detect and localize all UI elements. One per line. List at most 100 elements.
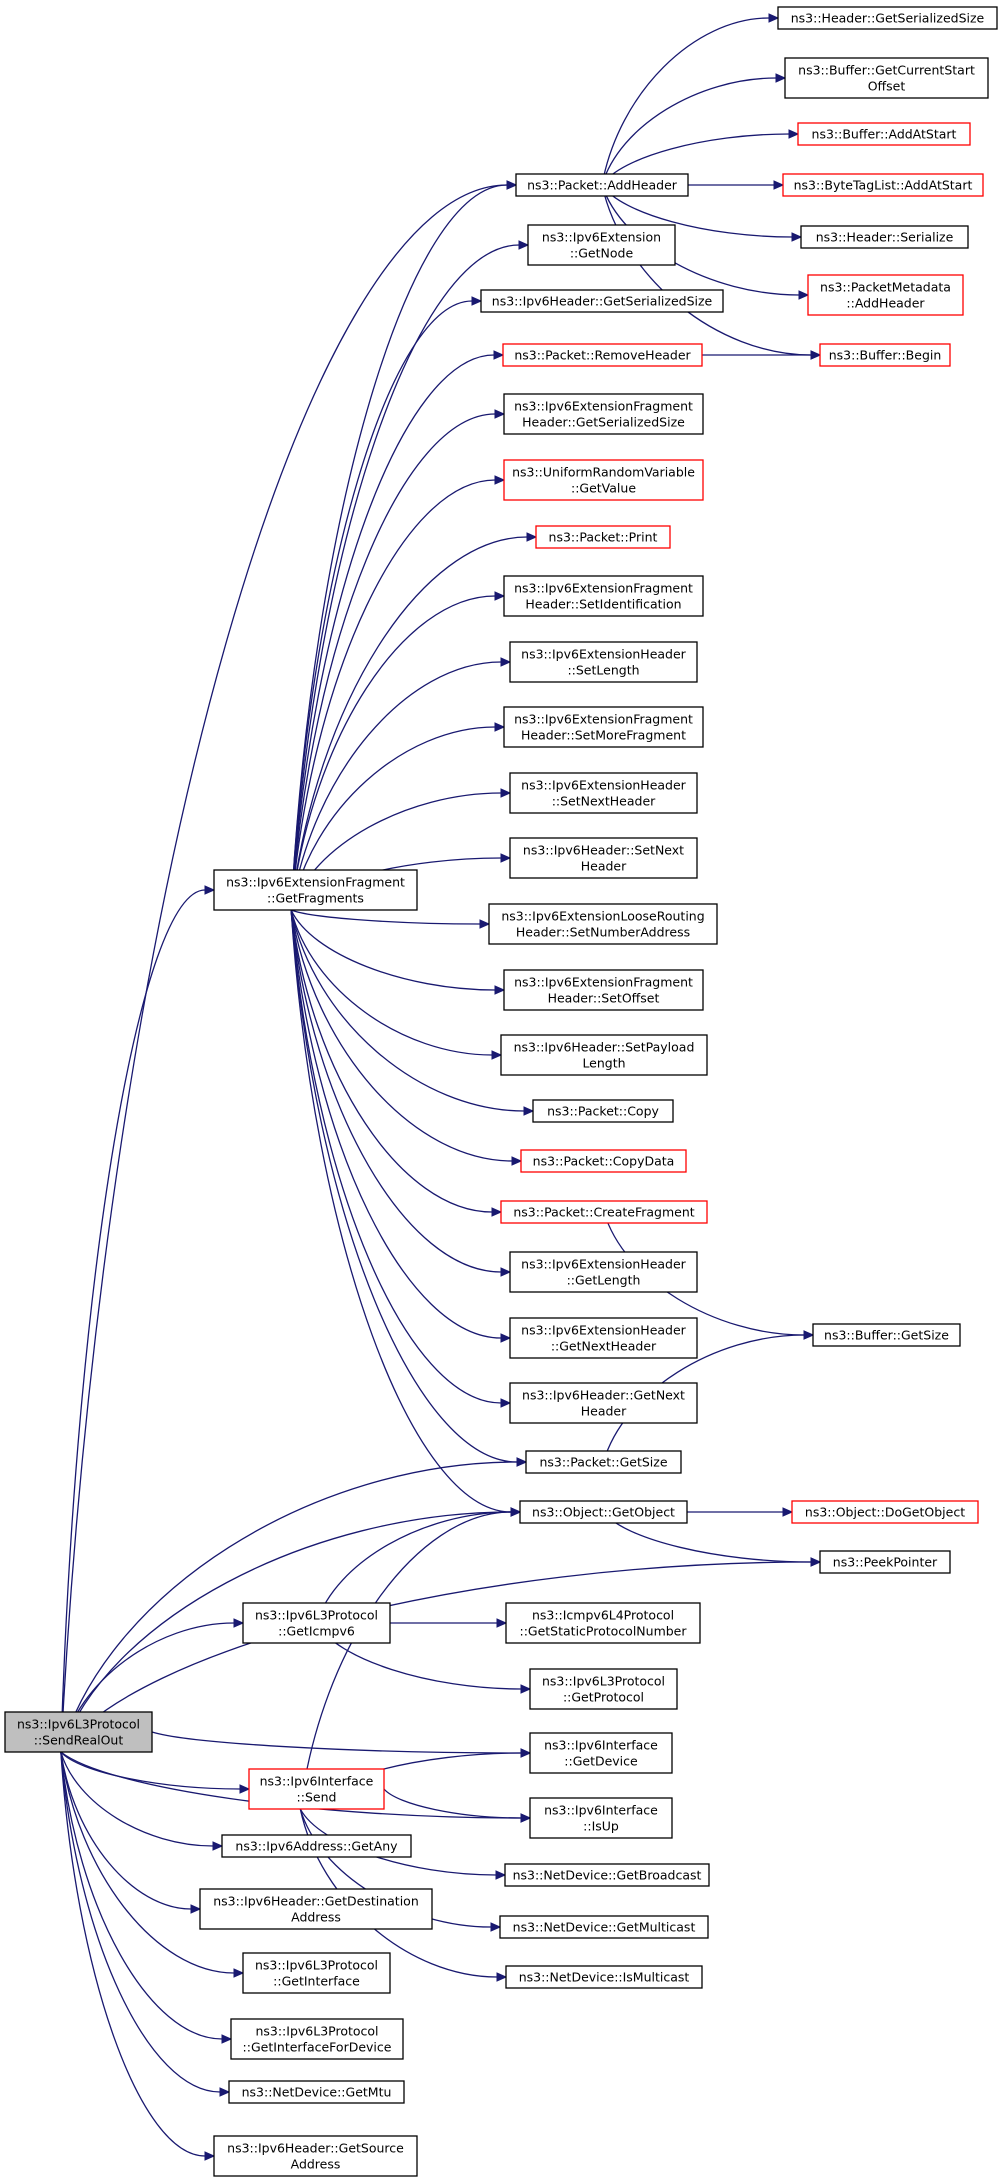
edge-l3-get-icmpv6-to-icmpv6-get-static-protocol-number [390, 1618, 508, 1628]
node-loose-routing-set-number-address[interactable]: ns3::Ipv6ExtensionLooseRoutingHeader::Se… [488, 903, 718, 945]
edge-arrowhead [496, 1618, 508, 1628]
node-label: ns3::Ipv6Header::GetSerializedSize [492, 294, 713, 309]
edge-line [60, 889, 206, 1753]
node-box [228, 2080, 405, 2104]
node-frag-header-set-more-fragment[interactable]: ns3::Ipv6ExtensionFragmentHeader::SetMor… [503, 706, 704, 748]
node-icmpv6-get-static-protocol-number[interactable]: ns3::Icmpv6L4Protocol::GetStaticProtocol… [505, 1602, 701, 1644]
node-header-serialize[interactable]: ns3::Header::Serialize [800, 225, 969, 249]
edge-get-fragments-to-object-get-object [290, 909, 522, 1517]
node-buffer-get-size[interactable]: ns3::Buffer::GetSize [812, 1323, 961, 1347]
node-l3-get-icmpv6[interactable]: ns3::Ipv6L3Protocol::GetIcmpv6 [242, 1602, 391, 1644]
node-label: ::SendRealOut [34, 1733, 124, 1748]
edge-line [290, 479, 496, 911]
node-packet-copy[interactable]: ns3::Packet::Copy [532, 1099, 674, 1123]
node-ipv6-header-set-next-header[interactable]: ns3::Ipv6Header::SetNextHeader [509, 837, 698, 879]
node-box [535, 525, 671, 549]
edge-line [290, 909, 502, 1339]
node-frag-header-set-offset[interactable]: ns3::Ipv6ExtensionFragmentHeader::SetOff… [503, 969, 704, 1011]
node-label: ::IsUp [583, 1819, 619, 1834]
node-box [525, 1450, 682, 1474]
node-netdevice-is-multicast[interactable]: ns3::NetDevice::IsMulticast [505, 1965, 703, 1989]
node-label: ::GetLength [567, 1273, 641, 1288]
node-buffer-begin[interactable]: ns3::Buffer::Begin [819, 343, 951, 367]
node-interface-send[interactable]: ns3::Ipv6Interface::Send [248, 1768, 385, 1810]
node-l3-get-interface[interactable]: ns3::Ipv6L3Protocol::GetInterface [242, 1952, 391, 1994]
node-l3-get-interface-for-device[interactable]: ns3::Ipv6L3Protocol::GetInterfaceForDevi… [230, 2018, 404, 2060]
node-label: ::GetFragments [267, 891, 364, 906]
node-box [242, 1952, 391, 1994]
node-uniform-random-get-value[interactable]: ns3::UniformRandomVariable::GetValue [503, 459, 704, 501]
node-packet-add-header[interactable]: ns3::Packet::AddHeader [515, 173, 689, 197]
node-netdevice-get-broadcast[interactable]: ns3::NetDevice::GetBroadcast [504, 1863, 710, 1887]
node-box [777, 6, 998, 30]
node-ext-header-set-length[interactable]: ns3::Ipv6ExtensionHeader::SetLength [509, 641, 698, 683]
call-nodes: ns3::Ipv6L3Protocol::SendRealOutns3::Ipv… [4, 6, 998, 2177]
node-box [500, 1034, 708, 1076]
node-box [505, 1965, 703, 1989]
node-packet-copy-data[interactable]: ns3::Packet::CopyData [520, 1149, 687, 1173]
node-packet-print[interactable]: ns3::Packet::Print [535, 525, 671, 549]
node-packet-metadata-add-header[interactable]: ns3::PacketMetadata::AddHeader [807, 274, 964, 316]
node-label: ns3::Ipv6Interface [544, 1803, 658, 1818]
node-box [520, 1149, 687, 1173]
edge-line [290, 909, 493, 1213]
node-object-get-object[interactable]: ns3::Object::GetObject [519, 1500, 688, 1524]
edge-arrowhead [233, 1618, 245, 1628]
node-label: ns3::Ipv6Header::GetNext [522, 1388, 685, 1403]
node-ext-header-get-length[interactable]: ns3::Ipv6ExtensionHeader::GetLength [509, 1251, 698, 1293]
edge-arrowhead [791, 232, 803, 242]
node-get-fragments[interactable]: ns3::Ipv6ExtensionFragment::GetFragments [213, 869, 418, 911]
node-label: ns3::Ipv6L3Protocol [255, 1608, 378, 1623]
node-label: ::GetInterface [273, 1974, 360, 1989]
node-ext-header-get-next-header[interactable]: ns3::Ipv6ExtensionHeader::GetNextHeader [509, 1317, 698, 1359]
node-object-do-get-object[interactable]: ns3::Object::DoGetObject [791, 1500, 979, 1524]
node-buffer-add-at-start[interactable]: ns3::Buffer::AddAtStart [797, 122, 971, 146]
node-label: ns3::NetDevice::IsMulticast [519, 1970, 690, 1985]
node-label: ns3::Ipv6ExtensionFragment [514, 975, 693, 990]
node-netdevice-get-multicast[interactable]: ns3::NetDevice::GetMulticast [499, 1915, 709, 1939]
node-header-get-serialized-size[interactable]: ns3::Header::GetSerializedSize [777, 6, 998, 30]
edge-get-fragments-to-packet-print [290, 532, 538, 911]
node-packet-get-size[interactable]: ns3::Packet::GetSize [525, 1450, 682, 1474]
edge-send-real-out-to-netdevice-get-mtu [60, 1751, 231, 2097]
edge-get-fragments-to-ipv6-extension-get-node [290, 240, 530, 911]
node-ext-header-set-next-header[interactable]: ns3::Ipv6ExtensionHeader::SetNextHeader [509, 772, 698, 814]
edge-send-real-out-to-header-get-source-address [60, 1751, 216, 2161]
node-address-get-any[interactable]: ns3::Ipv6Address::GetAny [221, 1834, 412, 1858]
node-box [213, 869, 418, 911]
node-label: ns3::Ipv6ExtensionHeader [521, 1257, 687, 1272]
edge-line [290, 909, 518, 1463]
node-ipv6-header-get-next-header[interactable]: ns3::Ipv6Header::GetNextHeader [509, 1382, 698, 1424]
edge-line [60, 1751, 223, 2040]
node-label: ns3::Buffer::AddAtStart [812, 127, 957, 142]
node-send-real-out[interactable]: ns3::Ipv6L3Protocol::SendRealOut [4, 1711, 153, 1753]
edge-line [60, 1751, 214, 1847]
node-label: ns3::Ipv6ExtensionLooseRouting [501, 909, 704, 924]
edge-line [603, 1211, 805, 1336]
node-label: Header::SetIdentification [525, 597, 681, 612]
node-packet-remove-header[interactable]: ns3::Packet::RemoveHeader [502, 343, 703, 367]
node-l3-get-protocol[interactable]: ns3::Ipv6L3Protocol::GetProtocol [529, 1668, 678, 1710]
edge-get-fragments-to-packet-copy-data [290, 909, 523, 1166]
node-peek-pointer[interactable]: ns3::PeekPointer [819, 1550, 951, 1574]
edge-line [290, 661, 502, 911]
node-ipv6-extension-get-node[interactable]: ns3::Ipv6Extension::GetNode [527, 224, 676, 266]
edge-arrowhead [221, 2034, 233, 2044]
node-netdevice-get-mtu[interactable]: ns3::NetDevice::GetMtu [228, 2080, 405, 2104]
node-packet-create-fragment[interactable]: ns3::Packet::CreateFragment [500, 1200, 708, 1224]
node-frag-header-set-identification[interactable]: ns3::Ipv6ExtensionFragmentHeader::SetIde… [503, 575, 704, 617]
node-frag-header-get-serialized-size[interactable]: ns3::Ipv6ExtensionFragmentHeader::GetSer… [503, 393, 704, 435]
node-box [515, 173, 689, 197]
edge-arrowhead [500, 788, 512, 798]
node-label: Header [581, 859, 627, 874]
node-ipv6-header-get-serialized-size[interactable]: ns3::Ipv6Header::GetSerializedSize [480, 289, 724, 313]
node-label: ns3::NetDevice::GetBroadcast [513, 1868, 702, 1883]
node-interface-get-device[interactable]: ns3::Ipv6Interface::GetDevice [529, 1732, 673, 1774]
node-bytetaglist-add-at-start[interactable]: ns3::ByteTagList::AddAtStart [782, 173, 984, 197]
node-interface-is-up[interactable]: ns3::Ipv6Interface::IsUp [529, 1797, 673, 1839]
edge-send-real-out-to-packet-add-header [60, 180, 518, 1753]
